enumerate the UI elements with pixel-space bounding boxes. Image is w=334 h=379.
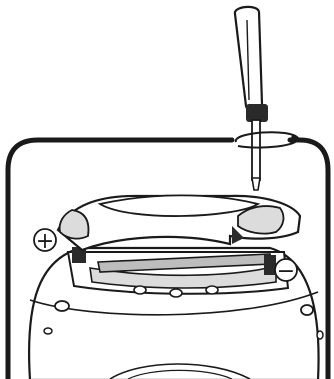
battery-cover <box>58 195 300 250</box>
positive-symbol: + <box>36 229 54 254</box>
screwdriver <box>235 7 300 190</box>
negative-symbol: − <box>277 259 295 284</box>
negative-terminal-callout: − <box>275 259 297 284</box>
positive-terminal-callout: + <box>34 229 56 254</box>
battery-compartment <box>68 247 288 297</box>
